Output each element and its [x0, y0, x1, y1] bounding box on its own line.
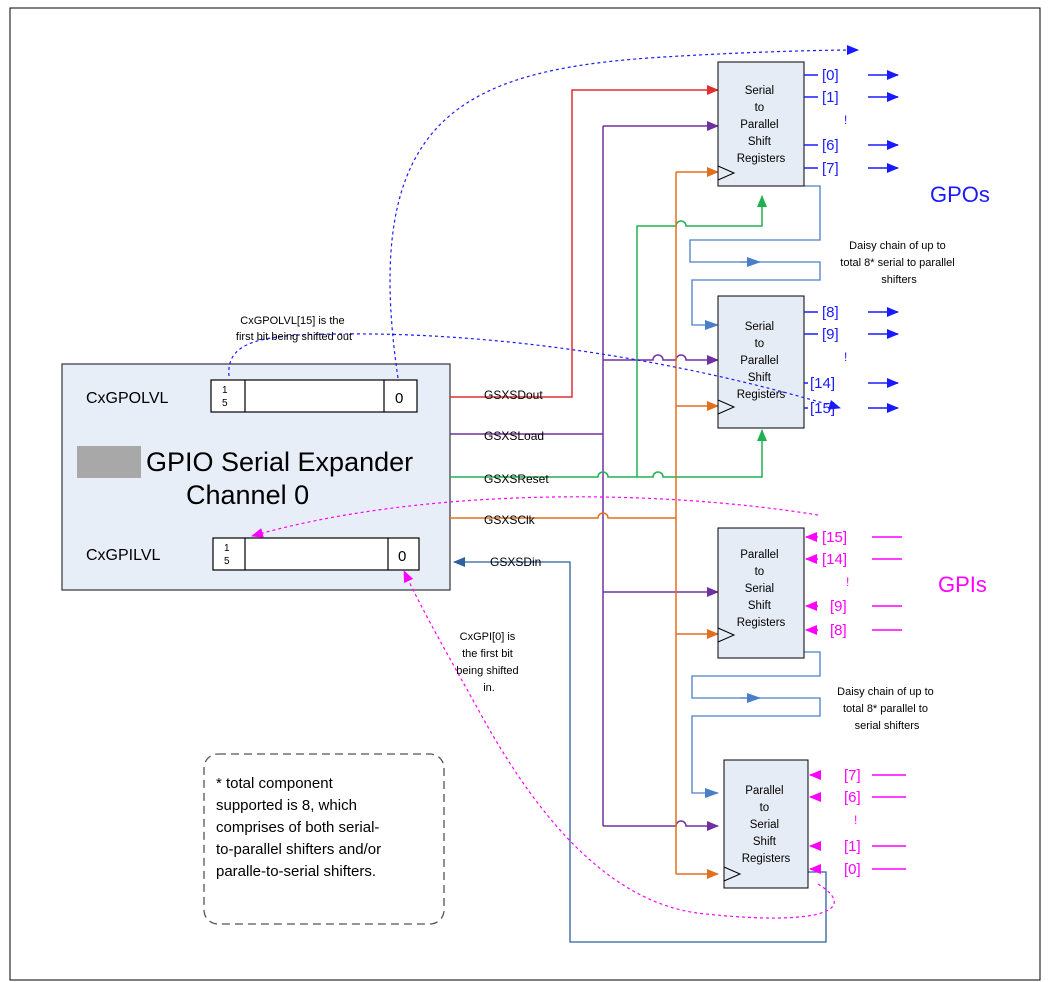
sipo-block-2-label: Serial to Parallel Shift Registers — [737, 321, 786, 401]
daisy-chain-gpi-note: Daisy chain of up to total 8* parallel t… — [837, 686, 937, 732]
gpi-shift-order-curves — [251, 496, 835, 919]
footnote-box: * total component supported is 8, which … — [203, 753, 445, 925]
piso-block-4: Parallel to Serial Shift Registers — [723, 759, 809, 889]
gpo-output-labels-2: [8] [9] ! [14] [15] — [810, 304, 847, 417]
gpo-first-bit-note: CxGPOLVL[15] is the first bit being shif… — [236, 315, 352, 343]
redacted-logo — [77, 446, 141, 478]
gpo-output-8: [8] — [822, 304, 839, 321]
gpis-label: GPIs — [938, 572, 987, 597]
gpo-ellipsis-2: ! — [844, 350, 847, 364]
gpilvl-register: 1 5 0 — [212, 537, 420, 571]
gpi-inputs-block-4 — [809, 770, 906, 874]
wire-gsxsdin — [453, 557, 827, 943]
piso-block-4-label: Parallel to Serial Shift Registers — [742, 785, 791, 865]
signal-gsxsclk: GSXSClk — [484, 513, 536, 527]
daisy-chain-gpo-wire — [689, 185, 821, 330]
signal-gsxsdout: GSXSDout — [484, 388, 543, 402]
gpi-input-15: [15] — [822, 529, 847, 546]
gpi-input-9: [9] — [830, 598, 847, 615]
signal-gsxsload: GSXSLoad — [484, 429, 544, 443]
piso-block-3: Parallel to Serial Shift Registers — [717, 527, 805, 659]
expander-title: GPIO Serial Expander — [146, 447, 413, 477]
sipo-block-1-label: Serial to Parallel Shift Registers — [737, 85, 786, 165]
cxgpolvl-label: CxGPOLVL — [86, 390, 169, 407]
gpi-ellipsis-3: ! — [846, 575, 849, 589]
gpolvl-register: 1 5 0 — [210, 379, 418, 413]
outer-frame — [9, 7, 1041, 981]
gpi-input-1: [1] — [844, 838, 861, 855]
gpilvl-bit15-digit-2: 5 — [224, 556, 230, 567]
expander-channel: Channel 0 — [186, 480, 309, 510]
gpo-output-14: [14] — [810, 375, 835, 392]
gpi-input-labels-4: [7] [6] ! [1] [0] — [844, 767, 861, 878]
gpilvl-bit0: 0 — [398, 548, 406, 565]
gpi-input-6: [6] — [844, 789, 861, 806]
signal-gsxsdin: GSXSDin — [490, 555, 541, 569]
gpo-output-6: [6] — [822, 137, 839, 154]
gpo-output-15: [15] — [810, 400, 835, 417]
wire-gsxsclk — [450, 167, 719, 879]
gpo-output-7: [7] — [822, 160, 839, 177]
sipo-block-1: Serial to Parallel Shift Registers — [717, 61, 805, 187]
cxgpilvl-label: CxGPILVL — [86, 547, 161, 564]
wire-gsxsload — [450, 121, 719, 831]
gpolvl-bit0: 0 — [395, 390, 403, 407]
signal-gsxsreset: GSXSReset — [484, 472, 549, 486]
gpi-first-bit-note: CxGPI[0] is the first bit being shifted … — [456, 631, 521, 694]
gpilvl-bit15-digit-1: 1 — [224, 543, 230, 554]
gpi-ellipsis-4: ! — [854, 813, 857, 827]
sipo-block-2: Serial to Parallel Shift Registers — [717, 295, 805, 429]
piso-block-3-label: Parallel to Serial Shift Registers — [737, 549, 786, 629]
gpi-input-labels-3: [15] [14] ! [9] [8] — [822, 529, 849, 639]
gpi-input-7: [7] — [844, 767, 861, 784]
gpio-serial-expander-block: CxGPOLVL CxGPILVL GPIO Serial Expander C… — [61, 363, 451, 591]
daisy-chain-gpo-note: Daisy chain of up to total 8* serial to … — [840, 240, 957, 286]
gpi-input-14: [14] — [822, 551, 847, 568]
gpo-ellipsis-1: ! — [844, 113, 847, 127]
wire-gsxsdout — [450, 85, 719, 398]
gpo-output-labels-1: [0] [1] ! [6] [7] — [822, 67, 847, 177]
footnote-text: * total component supported is 8, which … — [216, 775, 385, 880]
gpo-shift-order-curves — [228, 45, 859, 410]
gpolvl-bit15-digit-2: 5 — [222, 398, 228, 409]
gpo-outputs-block-2 — [804, 307, 899, 413]
gpi-input-8: [8] — [830, 622, 847, 639]
gpo-outputs-block-1 — [804, 70, 899, 173]
gpi-inputs-block-3 — [805, 532, 902, 635]
daisy-chain-gpi-wire — [691, 651, 821, 798]
gpo-output-0: [0] — [822, 67, 839, 84]
gpo-output-1: [1] — [822, 89, 839, 106]
gpos-label: GPOs — [930, 182, 990, 207]
gpolvl-bit15-digit-1: 1 — [222, 385, 228, 396]
gpi-input-0: [0] — [844, 861, 861, 878]
gpo-output-9: [9] — [822, 326, 839, 343]
